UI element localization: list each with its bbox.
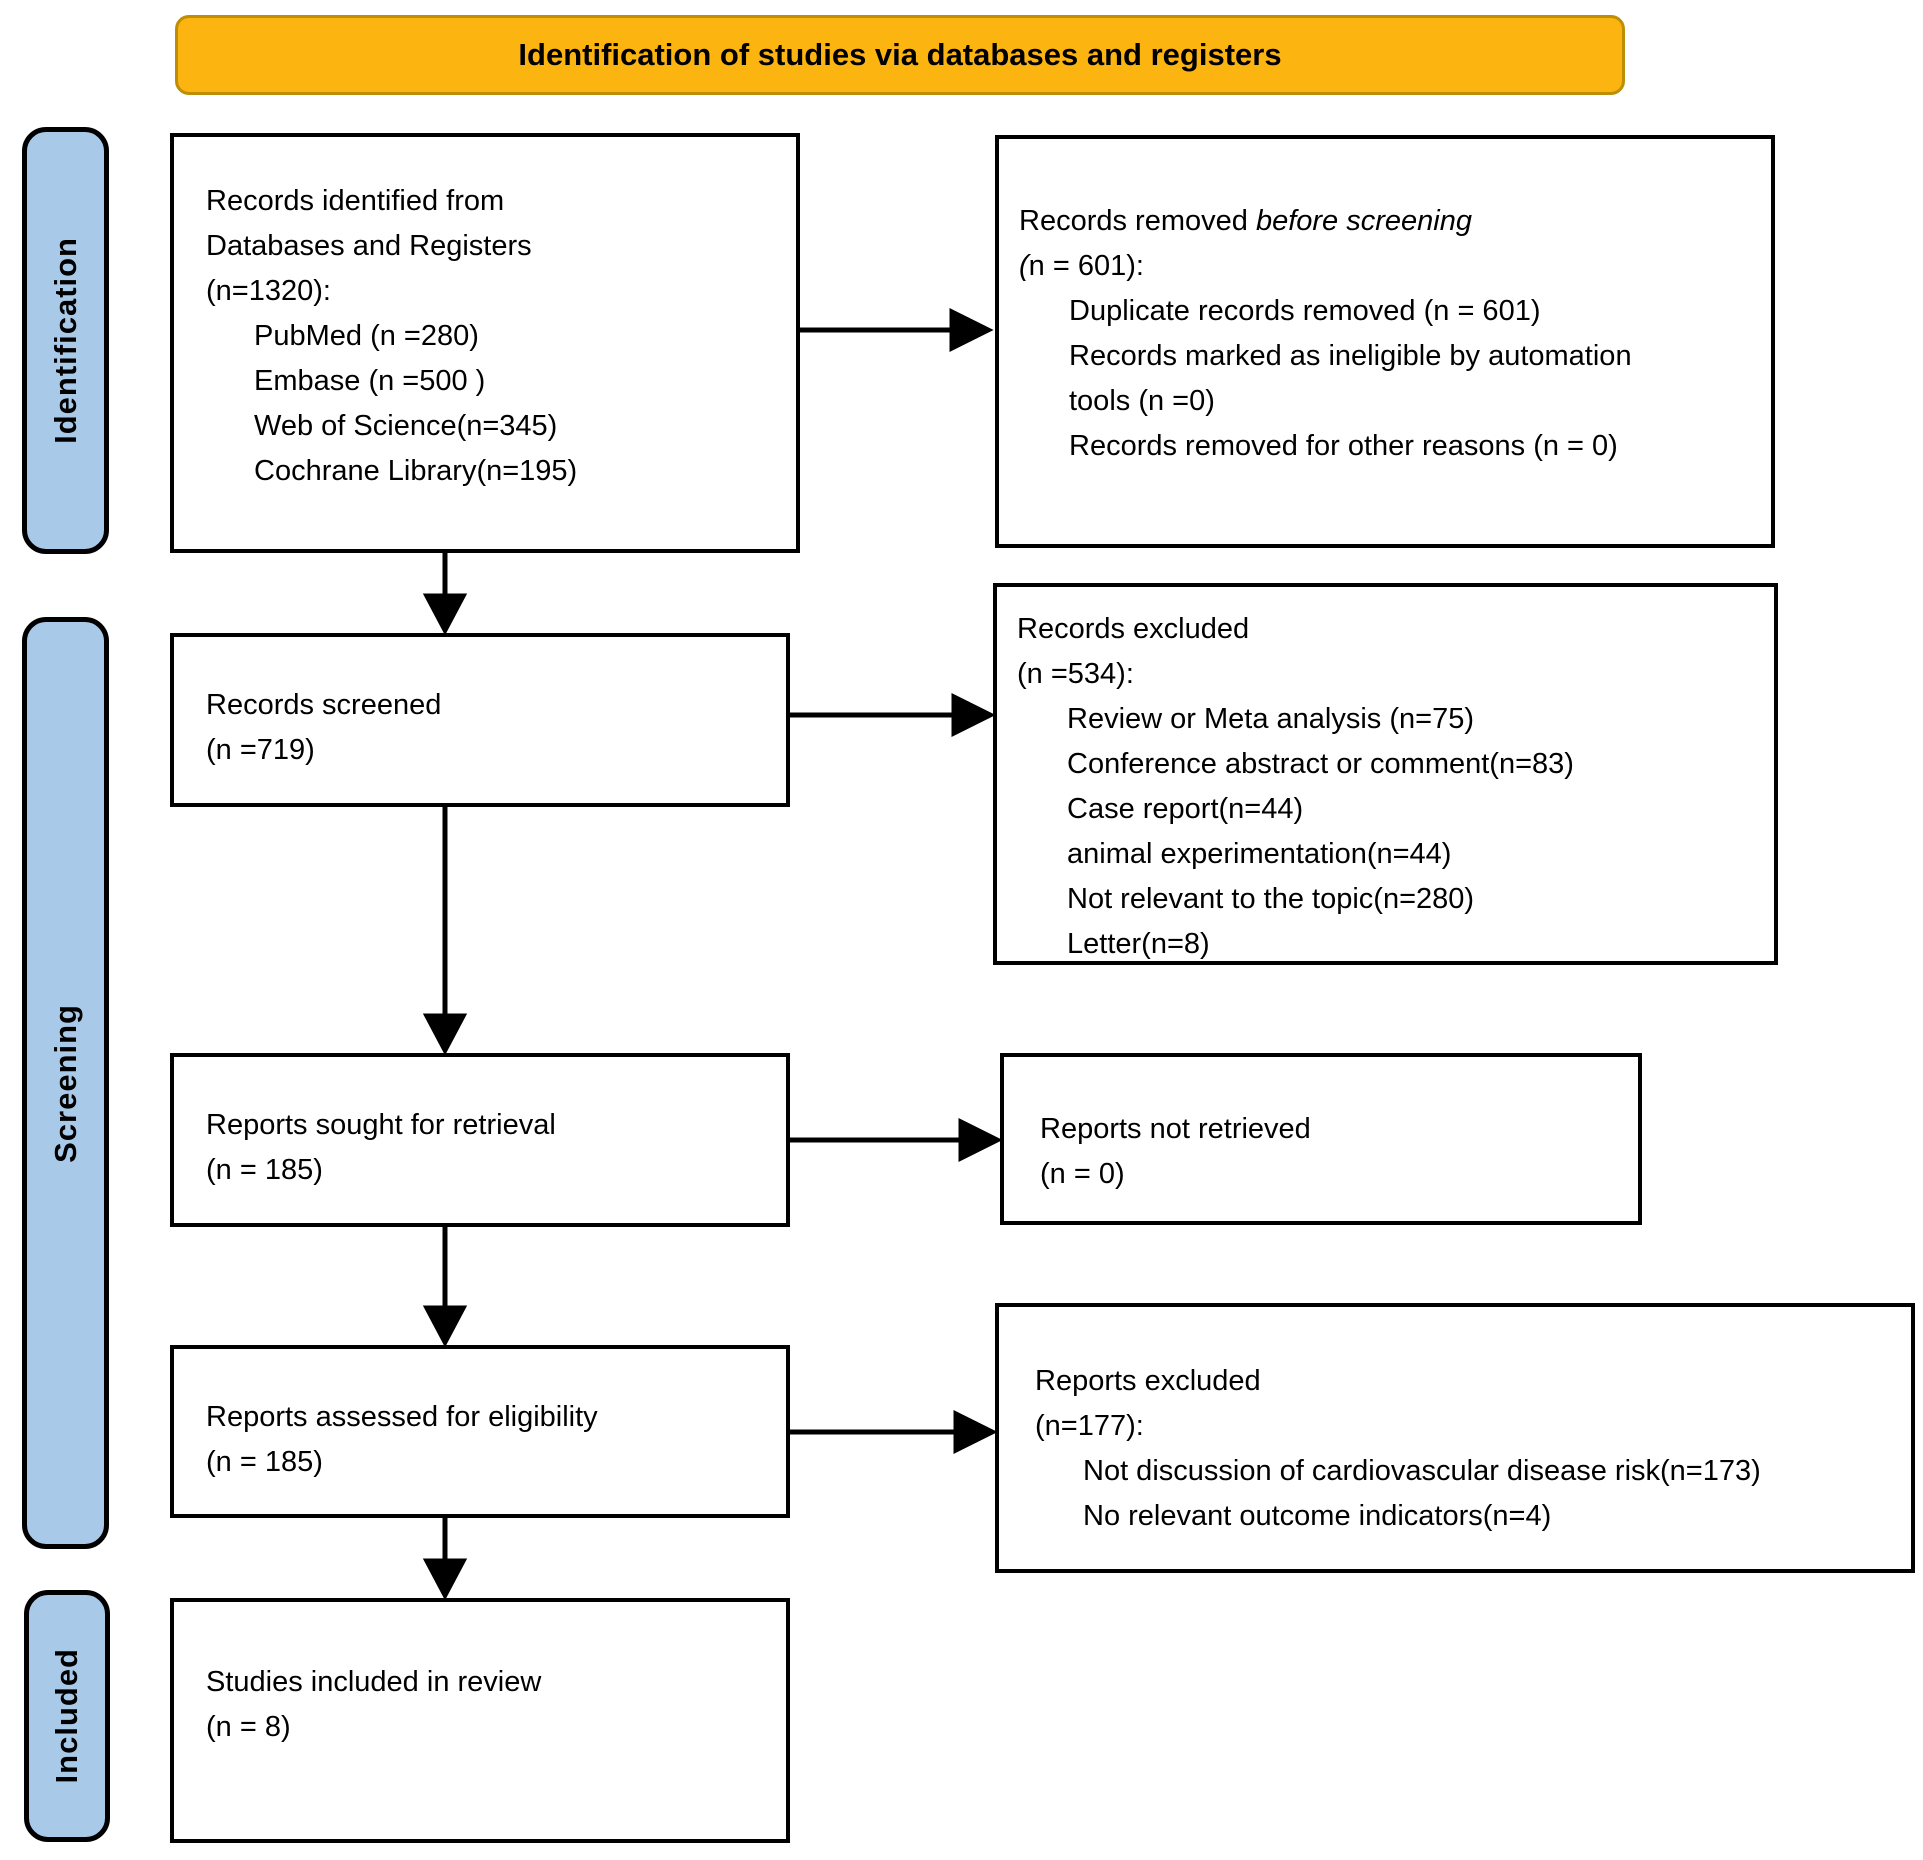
box-item: Cochrane Library(n=195) (254, 455, 578, 487)
arrowhead-identified-to-removed (949, 307, 994, 353)
box-item: tools (n =0) (1069, 385, 1215, 417)
box-item: Records marked as ineligible by automati… (1069, 340, 1632, 372)
box-line: Records excluded (1017, 613, 1250, 645)
box-line: Reports not retrieved (1040, 1113, 1311, 1145)
stage-label-identification: Identification (22, 127, 109, 554)
box-line: Reports excluded (1035, 1365, 1261, 1397)
stage-label-included: Included (24, 1590, 110, 1842)
box-item: No relevant outcome indicators(n=4) (1083, 1500, 1552, 1532)
box-item: Not discussion of cardiovascular disease… (1083, 1455, 1761, 1487)
arrowhead-sought-to-assessed (422, 1305, 468, 1348)
box-records-excluded: Records excluded (n =534): Review or Met… (993, 583, 1778, 965)
box-line-italic-text: before screening (1255, 205, 1472, 237)
box-line: (n = 185) (206, 1446, 323, 1478)
box-line: Reports sought for retrieval (206, 1109, 556, 1141)
arrowhead-screened-to-sought (422, 1013, 468, 1056)
banner-title-text: Identification of studies via databases … (518, 37, 1282, 72)
arrowhead-assessed-to-included (422, 1558, 468, 1601)
box-line: Studies included in review (206, 1666, 542, 1698)
box-records-identified: Records identified from Databases and Re… (170, 133, 800, 553)
stage-label-screening: Screening (22, 617, 109, 1549)
box-item: Case report(n=44) (1067, 793, 1304, 825)
box-item: Conference abstract or comment(n=83) (1067, 748, 1574, 780)
box-line: (n =719) (206, 734, 315, 766)
box-line: (n = 601): (1019, 244, 1761, 289)
box-line: Reports assessed for eligibility (206, 1401, 598, 1433)
box-line: (n = 185) (206, 1154, 323, 1186)
arrowhead-sought-to-notretrieved (958, 1117, 1003, 1163)
box-item: Duplicate records removed (n = 601) (1069, 295, 1541, 327)
box-reports-assessed: Reports assessed for eligibility (n = 18… (170, 1345, 790, 1518)
box-line: Records removed before screening (1019, 199, 1761, 244)
box-reports-sought: Reports sought for retrieval (n = 185) (170, 1053, 790, 1227)
box-line: (n=1320): (206, 275, 331, 307)
box-line: (n = 0) (1040, 1158, 1125, 1190)
box-line: Databases and Registers (206, 230, 532, 262)
box-line: Records screened (206, 689, 442, 721)
box-line: (n =534): (1017, 658, 1134, 690)
box-item: Embase (n =500 ) (254, 365, 486, 397)
box-line: (n = 8) (206, 1711, 291, 1743)
box-reports-not-retrieved: Reports not retrieved (n = 0) (1000, 1053, 1642, 1225)
box-records-removed: Records removed before screening (n = 60… (995, 135, 1775, 548)
box-line: Records identified from (206, 185, 505, 217)
box-item: PubMed (n =280) (254, 320, 479, 352)
box-line: (n=177): (1035, 1410, 1144, 1442)
arrowhead-assessed-to-reportsexcluded (953, 1409, 998, 1455)
arrowhead-identified-to-screened (422, 593, 468, 636)
box-item: Letter(n=8) (1067, 928, 1210, 960)
box-reports-excluded: Reports excluded (n=177): Not discussion… (995, 1303, 1915, 1573)
box-item: Review or Meta analysis (n=75) (1067, 703, 1474, 735)
arrowhead-screened-to-excluded (951, 692, 996, 738)
box-line-text: Records removed (1019, 205, 1256, 237)
box-records-screened: Records screened (n =719) (170, 633, 790, 807)
box-studies-included: Studies included in review (n = 8) (170, 1598, 790, 1843)
box-line-italic-text: ( (1019, 250, 1029, 282)
box-item: animal experimentation(n=44) (1067, 838, 1452, 870)
box-item: Web of Science(n=345) (254, 410, 558, 442)
box-item: Not relevant to the topic(n=280) (1067, 883, 1475, 915)
box-line-text: n = 601): (1028, 250, 1144, 282)
banner-title: Identification of studies via databases … (175, 15, 1625, 95)
box-item: Records removed for other reasons (n = 0… (1069, 430, 1618, 462)
